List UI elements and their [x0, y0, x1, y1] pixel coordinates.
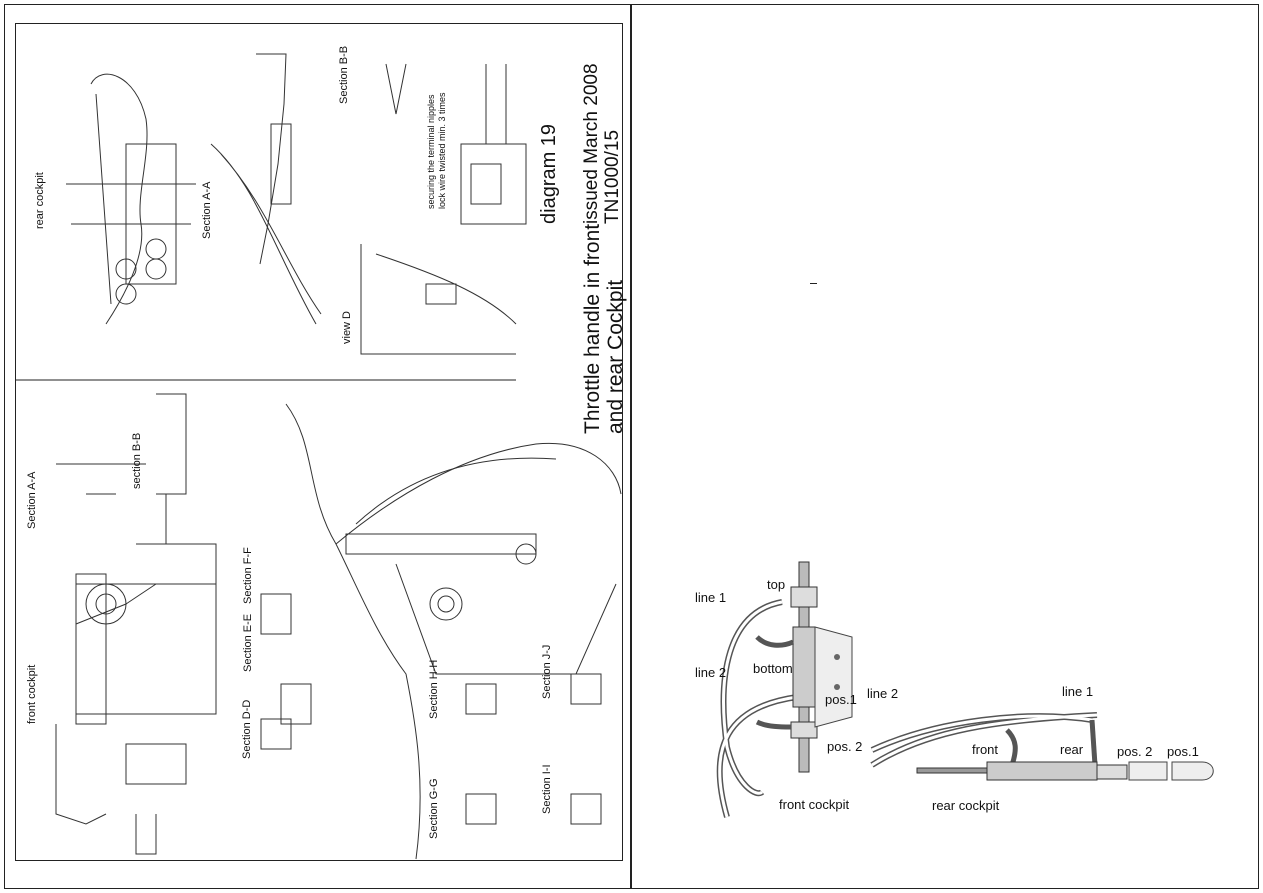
rear-throttle-body: [986, 761, 1098, 781]
drawing-frame: Throttle handle in front and rear Cockpi…: [15, 23, 627, 861]
rear-section-bb-label: Section B-B: [338, 45, 350, 104]
front-line1-label: line 1: [695, 590, 727, 605]
front-cockpit-label: front cockpit: [26, 664, 38, 724]
lock-wire-note-line2: lock wire twisted min. 3 times: [437, 92, 447, 209]
technical-drawing: [16, 53, 622, 860]
lock-wire-note: securing the terminal nipples lock wire …: [426, 92, 448, 209]
title-block: Throttle handle in front and rear Cockpi…: [581, 224, 627, 434]
lock-wire-note-line1: securing the terminal nipples: [426, 94, 436, 209]
rear-line1-label: line 1: [1062, 684, 1094, 699]
section-jj-label: Section J-J: [541, 644, 553, 699]
diagram-number: diagram 19: [538, 123, 560, 224]
rear-cockpit-drawing: [66, 53, 527, 355]
technical-note-number: TN1000/15: [602, 129, 623, 224]
drawing-title-line1: Throttle handle in front: [581, 223, 604, 434]
rear-handle-pos1: [1171, 761, 1214, 781]
front-cockpit-illustration: [716, 561, 853, 818]
front-section-bb-label: section B-B: [131, 432, 143, 489]
right-sheet: line 1 top line 2 bottom pos.1 pos. 2 fr…: [631, 4, 1259, 889]
rear-section-aa-label: Section A-A: [201, 181, 213, 239]
section-hh-label: Section H-H: [428, 659, 440, 719]
drawing-title-line2: and rear Cockpit: [604, 279, 627, 434]
left-sheet: Throttle handle in front and rear Cockpi…: [4, 4, 631, 889]
rear-pos2-label: pos. 2: [1117, 744, 1153, 759]
section-ee-label: Section E-E: [242, 613, 254, 672]
front-pos1-label: pos.1: [825, 692, 857, 707]
issue-block: issued March 2008 TN1000/15: [581, 63, 623, 224]
front-cockpit-drawing: [55, 393, 622, 860]
rear-cockpit-illustration: [870, 712, 1214, 781]
view-d-label: view D: [341, 310, 353, 344]
dash-mark: [810, 283, 817, 284]
section-ii-label: Section I-I: [541, 764, 553, 814]
front-cockpit-photo: line 1 top line 2 bottom pos.1 pos. 2 fr…: [687, 547, 917, 827]
rear-handle-pos2: [1128, 761, 1168, 781]
issue-date: issued March 2008: [581, 63, 602, 224]
front-pos2-label: pos. 2: [827, 739, 863, 754]
section-ff-label: Section F-F: [242, 547, 254, 604]
section-dd-label: Section D-D: [241, 699, 253, 759]
rear-pos1-label: pos.1: [1167, 744, 1199, 759]
front-fitting-label: front: [972, 742, 999, 757]
section-gg-label: Section G-G: [428, 778, 440, 839]
bottom-label: bottom: [753, 661, 793, 676]
top-label: top: [767, 577, 786, 592]
front-section-aa-label: Section A-A: [26, 471, 38, 529]
rear-fitting-label: rear: [1060, 742, 1084, 757]
front-cockpit-caption: front cockpit: [779, 797, 850, 812]
rear-cockpit-photo: line 2 line 1 front rear pos. 2 pos.1 re…: [867, 680, 1227, 820]
rear-cockpit-label: rear cockpit: [34, 172, 46, 229]
rear-line2-label: line 2: [867, 686, 899, 701]
rear-cockpit-caption: rear cockpit: [932, 798, 1000, 813]
front-line2-label: line 2: [695, 665, 727, 680]
mount-bracket: [814, 626, 853, 728]
